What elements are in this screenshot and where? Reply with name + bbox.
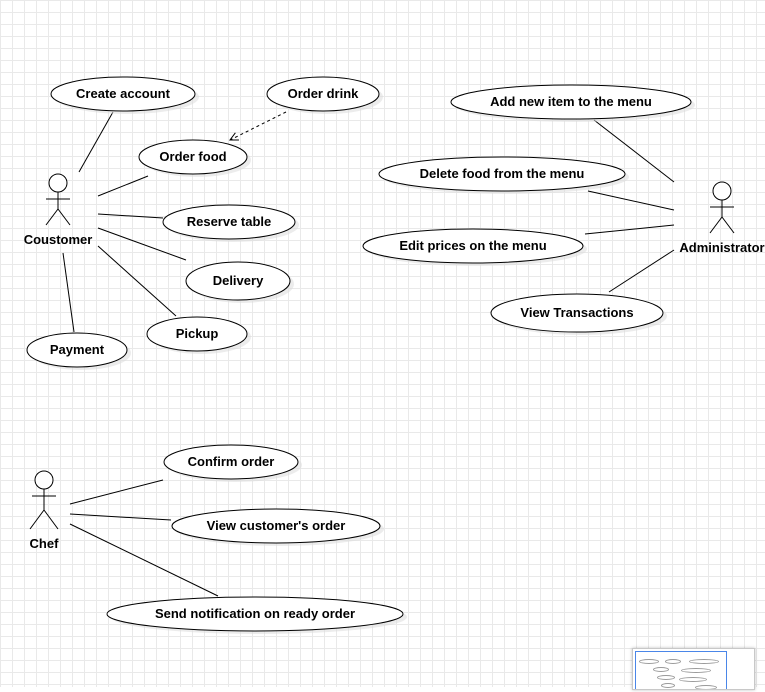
- use-case-delete-food[interactable]: Delete food from the menu: [378, 156, 629, 194]
- use-case-edit-prices[interactable]: Edit prices on the menu: [362, 228, 587, 266]
- assoc-admin-view-transactions[interactable]: [608, 249, 675, 293]
- use-case-pickup[interactable]: Pickup: [146, 316, 251, 354]
- actor-chef[interactable]: Chef: [30, 470, 60, 551]
- assoc-customer-order-food[interactable]: [97, 175, 149, 197]
- use-case-label: View Transactions: [520, 305, 633, 320]
- actor-customer[interactable]: Coustomer: [24, 173, 93, 247]
- use-case-order-drink[interactable]: Order drink: [266, 76, 383, 114]
- use-case-label: Create account: [76, 86, 171, 101]
- use-case-send-notification[interactable]: Send notification on ready order: [106, 596, 407, 634]
- use-case-label: Delete food from the menu: [420, 166, 585, 181]
- use-case-add-item[interactable]: Add new item to the menu: [450, 84, 695, 122]
- use-case-label: Pickup: [176, 326, 219, 341]
- actor-head-icon: [712, 181, 732, 201]
- minimap-shape: [679, 677, 707, 682]
- dependency-order-drink-order-food[interactable]: [230, 111, 287, 140]
- use-case-view-transactions[interactable]: View Transactions: [490, 293, 667, 335]
- use-case-label: Order food: [159, 149, 226, 164]
- assoc-admin-add-item[interactable]: [593, 119, 675, 183]
- assoc-customer-payment[interactable]: [62, 252, 75, 333]
- assoc-customer-create-account[interactable]: [78, 111, 114, 173]
- actor-head-icon: [34, 470, 54, 490]
- minimap-shape: [689, 659, 719, 664]
- use-case-payment[interactable]: Payment: [26, 332, 131, 370]
- actor-label: Administrator: [679, 240, 764, 255]
- use-case-confirm-order[interactable]: Confirm order: [163, 444, 302, 482]
- assoc-customer-pickup[interactable]: [97, 245, 177, 317]
- use-case-label: Add new item to the menu: [490, 94, 652, 109]
- minimap-shape: [657, 675, 675, 680]
- assoc-customer-delivery[interactable]: [97, 227, 187, 261]
- assoc-admin-edit-prices[interactable]: [584, 224, 675, 235]
- actor-administrator[interactable]: Administrator: [679, 181, 765, 255]
- minimap-shape: [639, 659, 659, 664]
- use-case-label: View customer's order: [207, 518, 346, 533]
- use-case-label: Reserve table: [187, 214, 272, 229]
- use-case-reserve-table[interactable]: Reserve table: [162, 204, 299, 242]
- outline-minimap[interactable]: [632, 648, 755, 690]
- use-case-delivery[interactable]: Delivery: [185, 261, 294, 303]
- use-case-label: Delivery: [213, 273, 264, 288]
- connectors: [62, 111, 675, 597]
- assoc-admin-delete-food[interactable]: [587, 190, 675, 211]
- assoc-chef-view-order[interactable]: [69, 513, 172, 521]
- minimap-shape: [653, 667, 669, 672]
- minimap-viewport[interactable]: [635, 651, 727, 689]
- assoc-customer-reserve-table[interactable]: [97, 213, 164, 219]
- actor-label: Coustomer: [24, 232, 93, 247]
- use-case-view-order[interactable]: View customer's order: [171, 508, 384, 546]
- use-case-label: Confirm order: [188, 454, 275, 469]
- minimap-shape: [681, 668, 711, 673]
- use-case-label: Payment: [50, 342, 105, 357]
- use-case-order-food[interactable]: Order food: [138, 139, 251, 177]
- actor-label: Chef: [30, 536, 60, 551]
- use-case-label: Order drink: [288, 86, 360, 101]
- assoc-chef-confirm-order[interactable]: [69, 479, 164, 505]
- minimap-shape: [665, 659, 681, 664]
- assoc-chef-send-notification[interactable]: [69, 523, 219, 597]
- use-case-label: Send notification on ready order: [155, 606, 355, 621]
- use-case-label: Edit prices on the menu: [399, 238, 546, 253]
- use-case-create-account[interactable]: Create account: [50, 76, 199, 114]
- actor-head-icon: [48, 173, 68, 193]
